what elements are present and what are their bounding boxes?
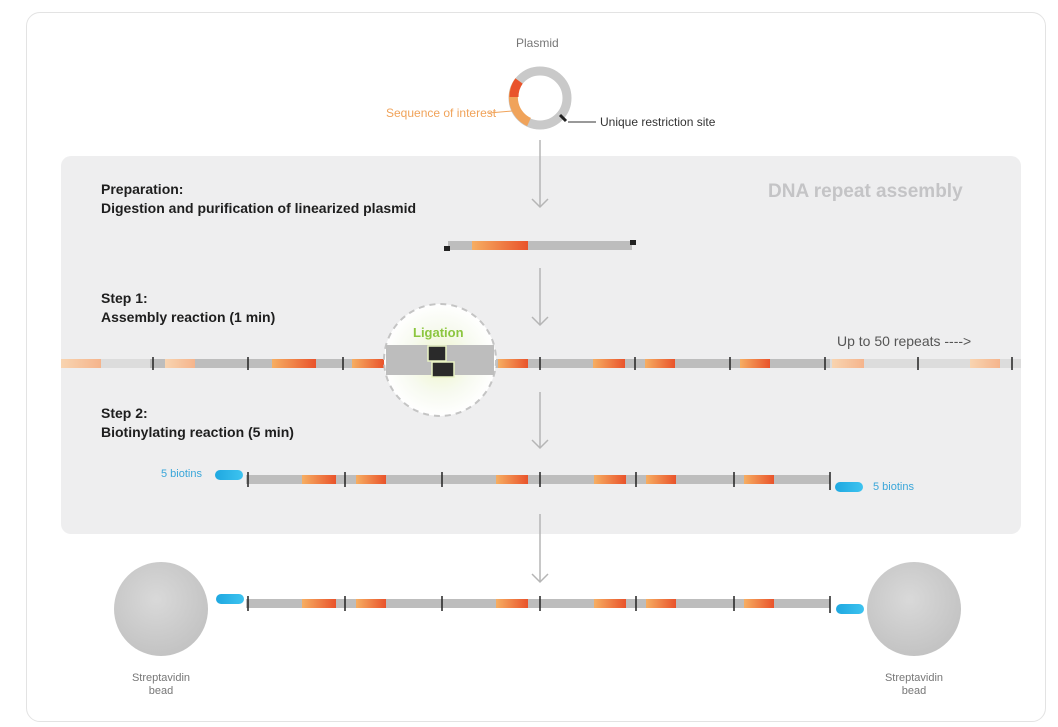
plasmid-label: Plasmid (516, 36, 559, 50)
step2-detail: Biotinylating reaction (5 min) (101, 424, 294, 440)
restriction-site-label: Unique restriction site (600, 115, 716, 129)
panel-title: DNA repeat assembly (768, 181, 963, 202)
preparation-heading: Preparation: (101, 181, 184, 197)
preparation-detail: Digestion and purification of linearized… (101, 200, 417, 216)
biotin-label-right: 5 biotins (873, 481, 914, 493)
bead-label-left-line2: bead (148, 685, 174, 697)
linearized-plasmid (444, 240, 636, 251)
step2-heading: Step 2: (101, 405, 148, 421)
flow-arrows (531, 140, 549, 584)
sequence-of-interest-label: Sequence of interest (386, 106, 497, 120)
concatemer-strand (61, 357, 1021, 370)
repeats-label: Up to 50 repeats ----> (837, 333, 972, 349)
sequence-leader-line (488, 110, 513, 114)
biotinylated-strand (215, 470, 863, 492)
step1-detail: Assembly reaction (1 min) (101, 309, 276, 325)
bead-label-right-line2: bead (901, 685, 927, 697)
bead-label-right: Streptavidin bead (883, 672, 945, 698)
tethered-strand (114, 562, 961, 656)
bead-label-right-line1: Streptavidin (884, 672, 944, 684)
ligation-magnifier (383, 303, 497, 417)
step1-heading: Step 1: (101, 290, 148, 306)
biotin-label-left: 5 biotins (161, 468, 202, 480)
plasmid-ring (508, 66, 572, 130)
bead-label-left-line1: Streptavidin (131, 672, 191, 684)
bead-label-left: Streptavidin bead (130, 672, 192, 698)
ligation-label: Ligation (413, 325, 464, 340)
